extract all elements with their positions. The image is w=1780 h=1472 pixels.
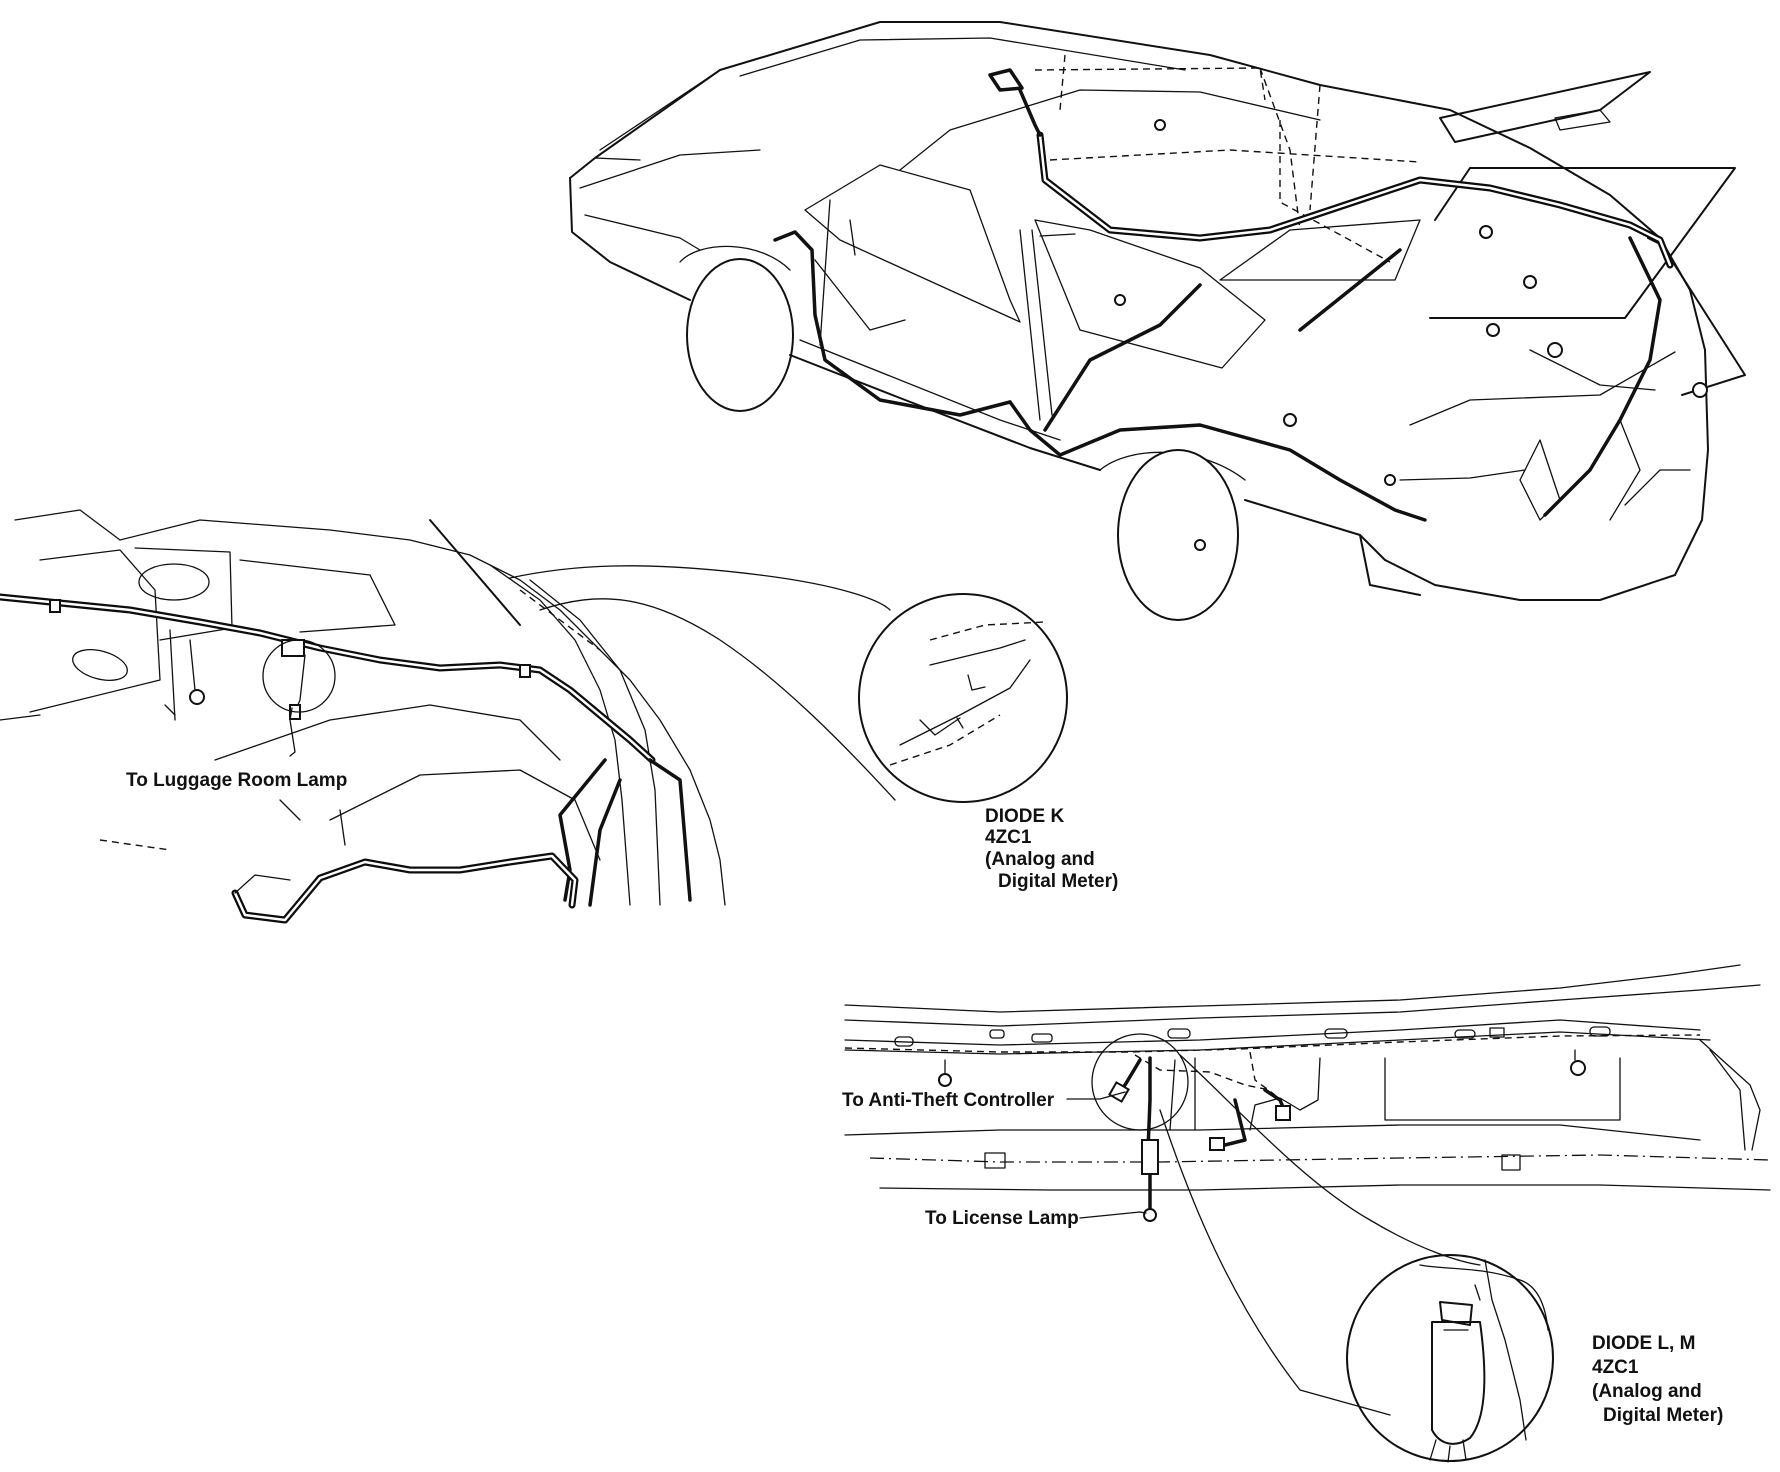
label-luggage-room-lamp: To Luggage Room Lamp	[126, 770, 347, 791]
rear-wheel	[1099, 449, 1246, 621]
diode-k-name: DIODE K	[985, 806, 1064, 827]
diode-lm-note-line2: Digital Meter)	[1603, 1405, 1723, 1426]
diode-lm-label: DIODE L, M 4ZC1 (Analog and Digital Mete…	[1592, 1333, 1723, 1426]
rear-panel-view	[844, 964, 1771, 1416]
diode-k-label: DIODE K 4ZC1 (Analog and Digital Meter)	[985, 806, 1118, 892]
diode-k-code: 4ZC1	[985, 827, 1032, 848]
diode-lm-code: 4ZC1	[1592, 1357, 1639, 1378]
diode-k-detail	[858, 593, 1068, 803]
leader-license-lamp	[1079, 1211, 1147, 1219]
leader-anti-theft-controller	[1066, 1091, 1126, 1100]
luggage-area-view	[0, 509, 896, 924]
label-license-lamp: To License Lamp	[925, 1208, 1079, 1229]
diode-lm-note-line1: (Analog and	[1592, 1381, 1702, 1402]
harness-connectors	[1114, 119, 1708, 551]
leader-luggage-room-lamp	[289, 707, 296, 757]
diode-lm-detail	[1346, 1254, 1554, 1463]
car-overview	[569, 21, 1746, 621]
diode-lm-name: DIODE L, M	[1592, 1333, 1695, 1354]
side-windows	[804, 164, 1266, 369]
diode-k-note-line2: Digital Meter)	[998, 871, 1118, 892]
front-wheel	[679, 245, 794, 412]
diode-k-note-line1: (Analog and	[985, 849, 1095, 870]
label-anti-theft-controller: To Anti-Theft Controller	[842, 1090, 1055, 1111]
